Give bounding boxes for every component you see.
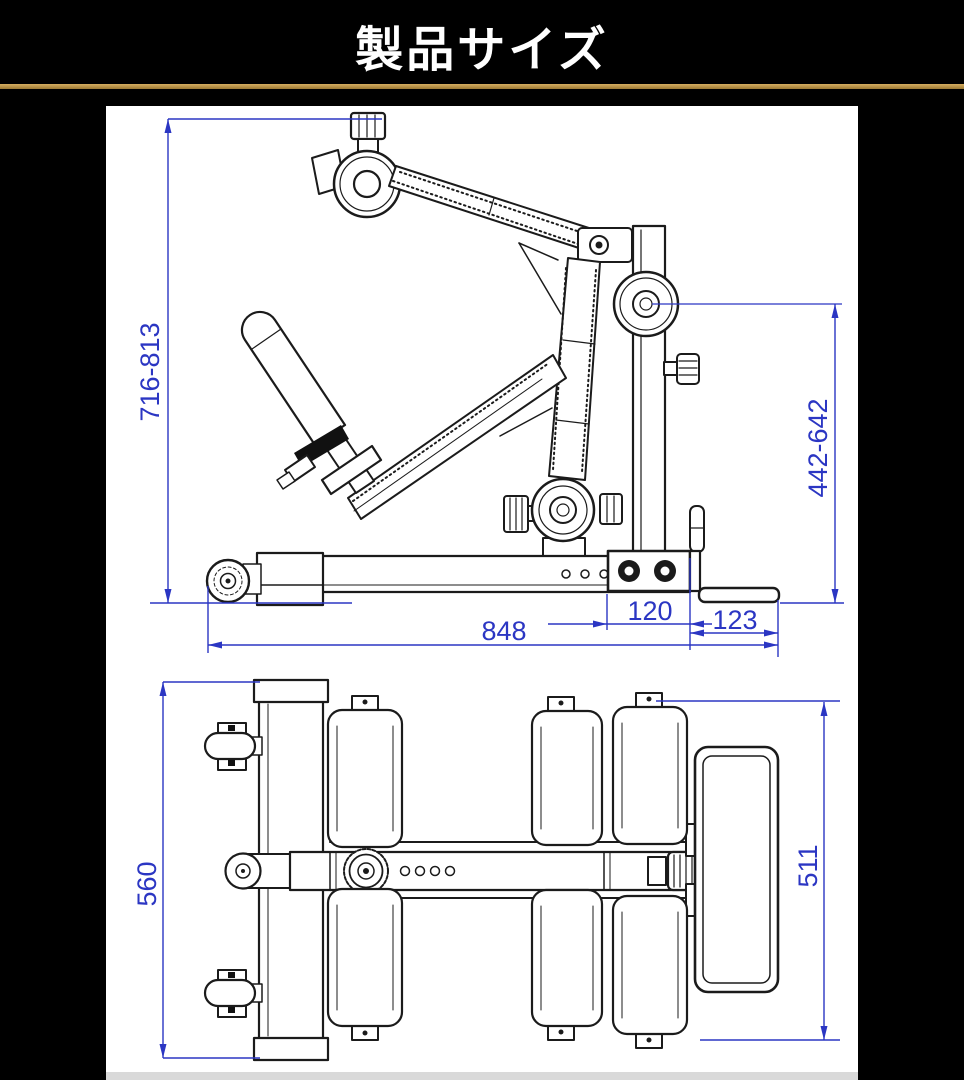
- foam-rollers: [326, 692, 689, 1049]
- dim-overall-height: 716-813: [135, 322, 165, 421]
- front-axle-cylinder: [224, 852, 300, 890]
- gear-knob: [343, 848, 389, 894]
- elbow-joint: [577, 227, 633, 263]
- dim-bracket-width: 120: [627, 596, 672, 626]
- side-view-drawing: [205, 111, 781, 607]
- front-wheel: [205, 558, 262, 604]
- side-view-dimensions: 716-813 442-642 848 120 123: [135, 118, 844, 657]
- dim-pivot-height: 442-642: [803, 398, 833, 497]
- top-view-drawing: [203, 678, 780, 1062]
- rear-foot-bracket: [688, 505, 781, 604]
- seat-bar: [518, 242, 601, 481]
- seat-pad: [693, 745, 780, 994]
- technical-drawing: 716-813 442-642 848 120 123: [132, 111, 844, 1062]
- caster-wheel-bottom: [203, 969, 263, 1018]
- caster-wheel-top: [203, 722, 263, 771]
- handle-assembly: [240, 310, 383, 496]
- diagonal-lever: [347, 354, 567, 520]
- top-view-dimensions: 560 511: [132, 681, 840, 1059]
- bottom-edge-strip: [106, 1072, 858, 1080]
- rear-bolt-plate: [606, 549, 692, 593]
- page-title: 製品サイズ: [355, 22, 609, 78]
- dim-base-length: 848: [481, 616, 526, 646]
- lower-pivot-hub: [503, 477, 623, 557]
- dim-foot-plate-length: 123: [712, 605, 757, 635]
- side-pivot-hub: [612, 270, 680, 338]
- post-knob: [663, 353, 700, 385]
- dim-pad-span: 511: [793, 844, 823, 887]
- gold-divider-line: [0, 84, 964, 89]
- dim-overall-depth: 560: [132, 861, 162, 906]
- upper-swing-arm: [388, 165, 593, 251]
- top-pivot-hub: [311, 149, 402, 219]
- drawing-panel: 716-813 442-642 848 120 123: [106, 106, 858, 1080]
